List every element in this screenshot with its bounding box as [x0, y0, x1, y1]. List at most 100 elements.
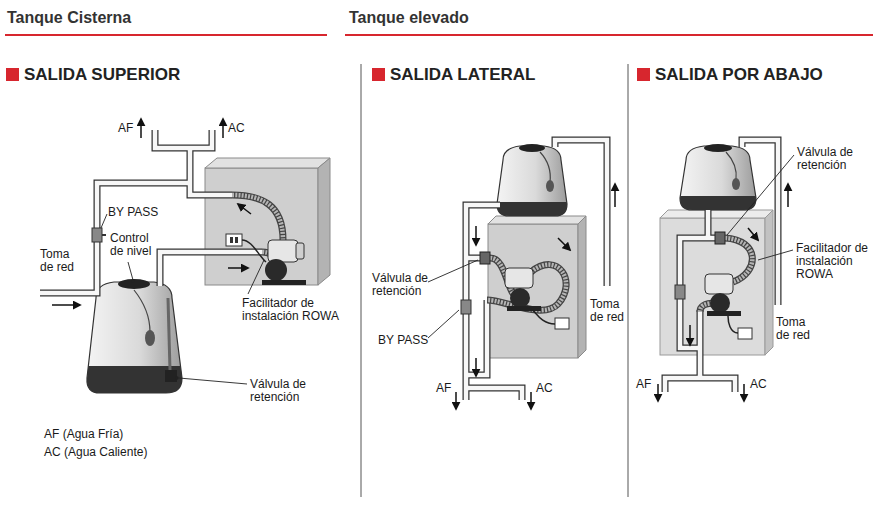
pipe: [40, 130, 262, 293]
flow-arrow: [475, 226, 477, 245]
cistern-tank: [165, 370, 177, 382]
panel-heading: SALIDA POR ABAJO: [635, 62, 823, 85]
power-outlet: [226, 234, 266, 262]
callout-label: BY PASS: [378, 334, 428, 347]
power-outlet: [230, 237, 233, 243]
elevated-tank: [519, 144, 545, 152]
callout-label: Toma de red: [590, 298, 630, 324]
flow-arrow: [658, 184, 788, 401]
pump-housing: [660, 210, 773, 218]
heading-rule: [5, 34, 873, 36]
leader-dot: [131, 279, 179, 380]
elevated-tank: [490, 144, 575, 222]
elevated-tank: [490, 202, 575, 222]
elevated-tank: [704, 144, 732, 152]
outlet-label: AC: [750, 378, 767, 391]
bypass-valve: [92, 228, 106, 242]
flow-arrow: [52, 119, 251, 305]
leader-line: [428, 260, 478, 282]
pump: [262, 240, 306, 285]
flow-arrow: [140, 119, 142, 138]
power-outlet: [530, 308, 569, 329]
leader-line: [727, 155, 794, 260]
pipe: [40, 130, 262, 293]
power-outlet: [728, 316, 752, 339]
pump: [710, 293, 730, 313]
flexible-hose: [487, 258, 566, 310]
panel-separator: [361, 64, 628, 497]
outlet-label: AC: [228, 122, 245, 135]
panel-heading: SALIDA SUPERIOR: [4, 62, 180, 85]
callout-label: Válvula de retención: [797, 146, 867, 172]
bypass-valve: [92, 228, 102, 242]
pipe: [665, 140, 778, 392]
pipe: [466, 140, 607, 400]
flow-arrow: [475, 358, 477, 376]
pump: [507, 306, 541, 311]
panel-heading-box: SALIDA POR ABAJO: [635, 62, 877, 492]
pipe: [665, 140, 778, 392]
check-valve: [480, 252, 490, 264]
pipe: [665, 140, 778, 392]
pump: [705, 274, 733, 294]
elevated-tank: [675, 196, 760, 216]
flow-arrow: [456, 184, 615, 409]
elevated-tank: [546, 180, 554, 192]
pump-housing: [205, 158, 330, 168]
leader-line: [727, 155, 794, 235]
leader-line: [101, 214, 264, 384]
callout-label: Facilitador de instalación ROWA: [796, 242, 874, 282]
leader-dot: [131, 279, 135, 283]
flow-arrow: [787, 184, 789, 207]
pump-housing: [488, 216, 586, 358]
elevated-tank: [540, 152, 550, 182]
callout-label: Toma de red: [40, 248, 80, 274]
flexible-hose: [487, 258, 566, 310]
pump: [707, 311, 741, 316]
callout-label: Válvula de retención: [372, 272, 442, 298]
elevated-tank: [675, 144, 760, 216]
outlet-label: AC: [536, 382, 553, 395]
flow-arrow: [530, 392, 532, 409]
leader-line: [101, 214, 107, 228]
flow-arrow: [52, 304, 80, 306]
section-heading: Tanque elevado: [342, 0, 469, 27]
pump: [505, 268, 533, 288]
power-outlet: [555, 318, 569, 329]
flow-arrow: [228, 267, 248, 269]
outlet-label: AF: [636, 378, 651, 391]
pump-housing: [578, 216, 586, 358]
flow-arrow: [748, 228, 758, 240]
legend-note: AC (Agua Caliente): [44, 446, 147, 459]
power-outlet: [226, 234, 242, 246]
heading-rule: [5, 34, 327, 36]
pump: [262, 280, 306, 285]
flow-arrow: [743, 384, 745, 401]
cistern-tank: [168, 298, 170, 370]
pump: [265, 259, 287, 281]
flow-arrow: [689, 325, 691, 345]
check-valve: [480, 252, 490, 264]
leader-line: [128, 262, 133, 280]
pump: [268, 240, 298, 262]
section-heading: Tanque Cisterna: [0, 0, 131, 27]
outlet-label: AF: [118, 122, 133, 135]
check-valve: [715, 232, 725, 244]
pump: [296, 243, 304, 259]
bypass-valve: [675, 285, 685, 299]
outlet-label: AF: [436, 382, 451, 395]
elevated-tank: [726, 152, 736, 180]
callout-label: Facilitador de instalación ROWA: [242, 297, 352, 323]
power-outlet: [530, 308, 555, 324]
pump-housing: [205, 158, 330, 285]
cistern-tank: [134, 290, 150, 332]
flow-arrow: [455, 392, 457, 409]
check-valve: [715, 232, 725, 244]
pump-housing: [765, 210, 773, 355]
pump: [510, 288, 530, 308]
pipe: [466, 140, 607, 400]
cistern-tank: [118, 279, 150, 289]
panel-separator: [628, 64, 629, 497]
pipe: [40, 130, 262, 293]
